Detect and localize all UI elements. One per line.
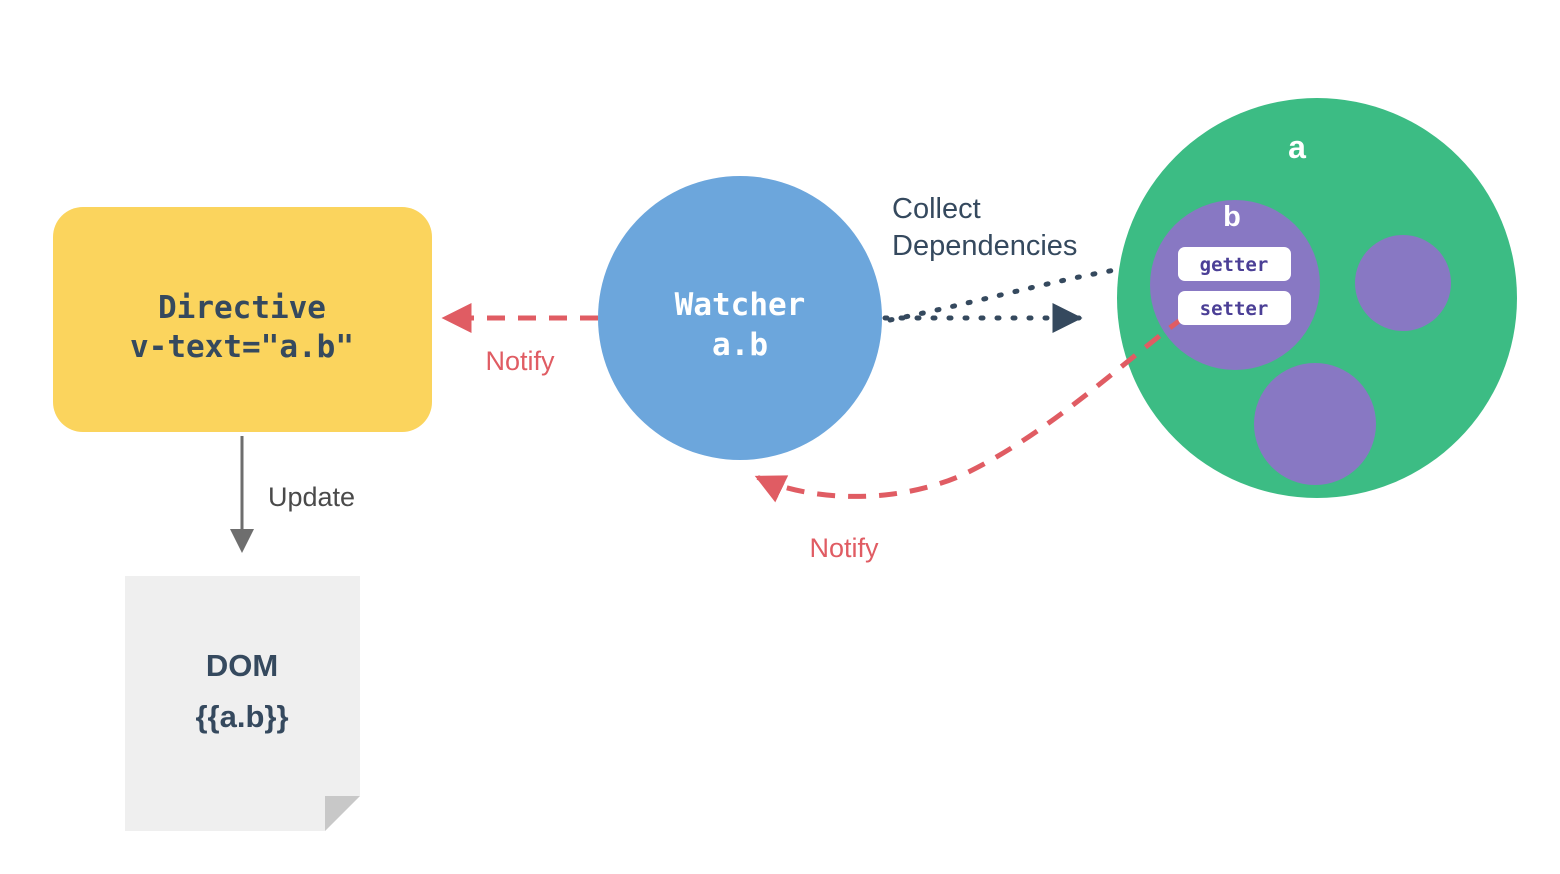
accessor-chip-getter-label: getter (1200, 254, 1269, 276)
dom-note-fold-icon (325, 796, 360, 831)
directive-label-line2: v-text="a.b" (130, 329, 354, 365)
data-object-circle-b[interactable] (1150, 200, 1320, 370)
data-property-circle-small-1 (1355, 235, 1451, 331)
accessor-chip-getter-bg (1178, 247, 1291, 281)
accessor-chip-getter[interactable]: getter (1178, 247, 1291, 281)
watcher-label-line2: a.b (712, 327, 768, 363)
dom-note-label-line2: {{a.b}} (195, 699, 288, 734)
dom-note-shape[interactable] (125, 576, 360, 831)
directive-label-line1: Directive (158, 290, 326, 326)
notify-to-watcher-label: Notify (809, 533, 879, 563)
dom-note-label-line1: DOM (206, 648, 278, 683)
update-arrow-label: Update (268, 482, 355, 512)
data-property-circle-small-2 (1254, 363, 1376, 485)
collect-dependencies-label-line2: Dependencies (892, 230, 1077, 262)
data-object-label-b: b (1223, 201, 1241, 233)
accessor-chip-setter-bg (1178, 291, 1291, 325)
notify-to-directive-label: Notify (485, 346, 555, 376)
watcher-label-line1: Watcher (675, 287, 806, 323)
notify-to-watcher-arrow (754, 297, 1212, 503)
watcher-circle[interactable] (598, 176, 882, 460)
directive-box[interactable] (53, 207, 432, 432)
accessor-chip-setter-label: setter (1200, 298, 1269, 320)
data-object-label-a: a (1288, 129, 1306, 165)
accessor-chip-setter[interactable]: setter (1178, 291, 1291, 325)
collect-dependencies-label-line1: Collect (892, 193, 981, 225)
